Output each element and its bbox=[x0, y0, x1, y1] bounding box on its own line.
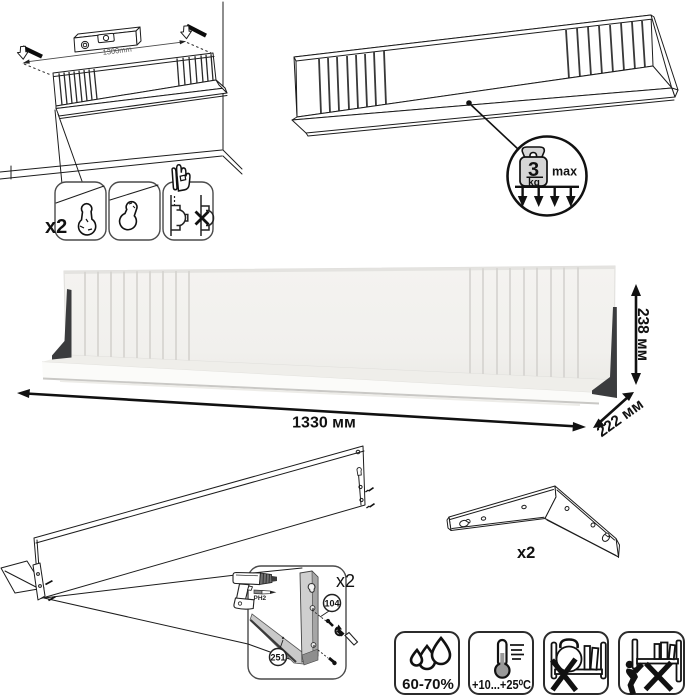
svg-text:3: 3 bbox=[528, 159, 539, 181]
svg-text:x2: x2 bbox=[336, 571, 355, 591]
svg-text:104: 104 bbox=[324, 599, 339, 609]
svg-text:251: 251 bbox=[270, 653, 285, 663]
svg-text:kg: kg bbox=[528, 178, 540, 189]
svg-text:1300mm: 1300mm bbox=[102, 44, 132, 56]
svg-text:x2: x2 bbox=[517, 544, 535, 562]
svg-text:238 мм: 238 мм bbox=[634, 308, 651, 361]
svg-text:+10...+25⁰C: +10...+25⁰C bbox=[472, 678, 531, 692]
svg-text:x2: x2 bbox=[45, 216, 67, 238]
svg-text:60-70%: 60-70% bbox=[402, 676, 454, 693]
svg-text:max: max bbox=[552, 165, 577, 179]
svg-text:PH2: PH2 bbox=[254, 595, 267, 602]
svg-text:1330 мм: 1330 мм bbox=[292, 415, 356, 432]
